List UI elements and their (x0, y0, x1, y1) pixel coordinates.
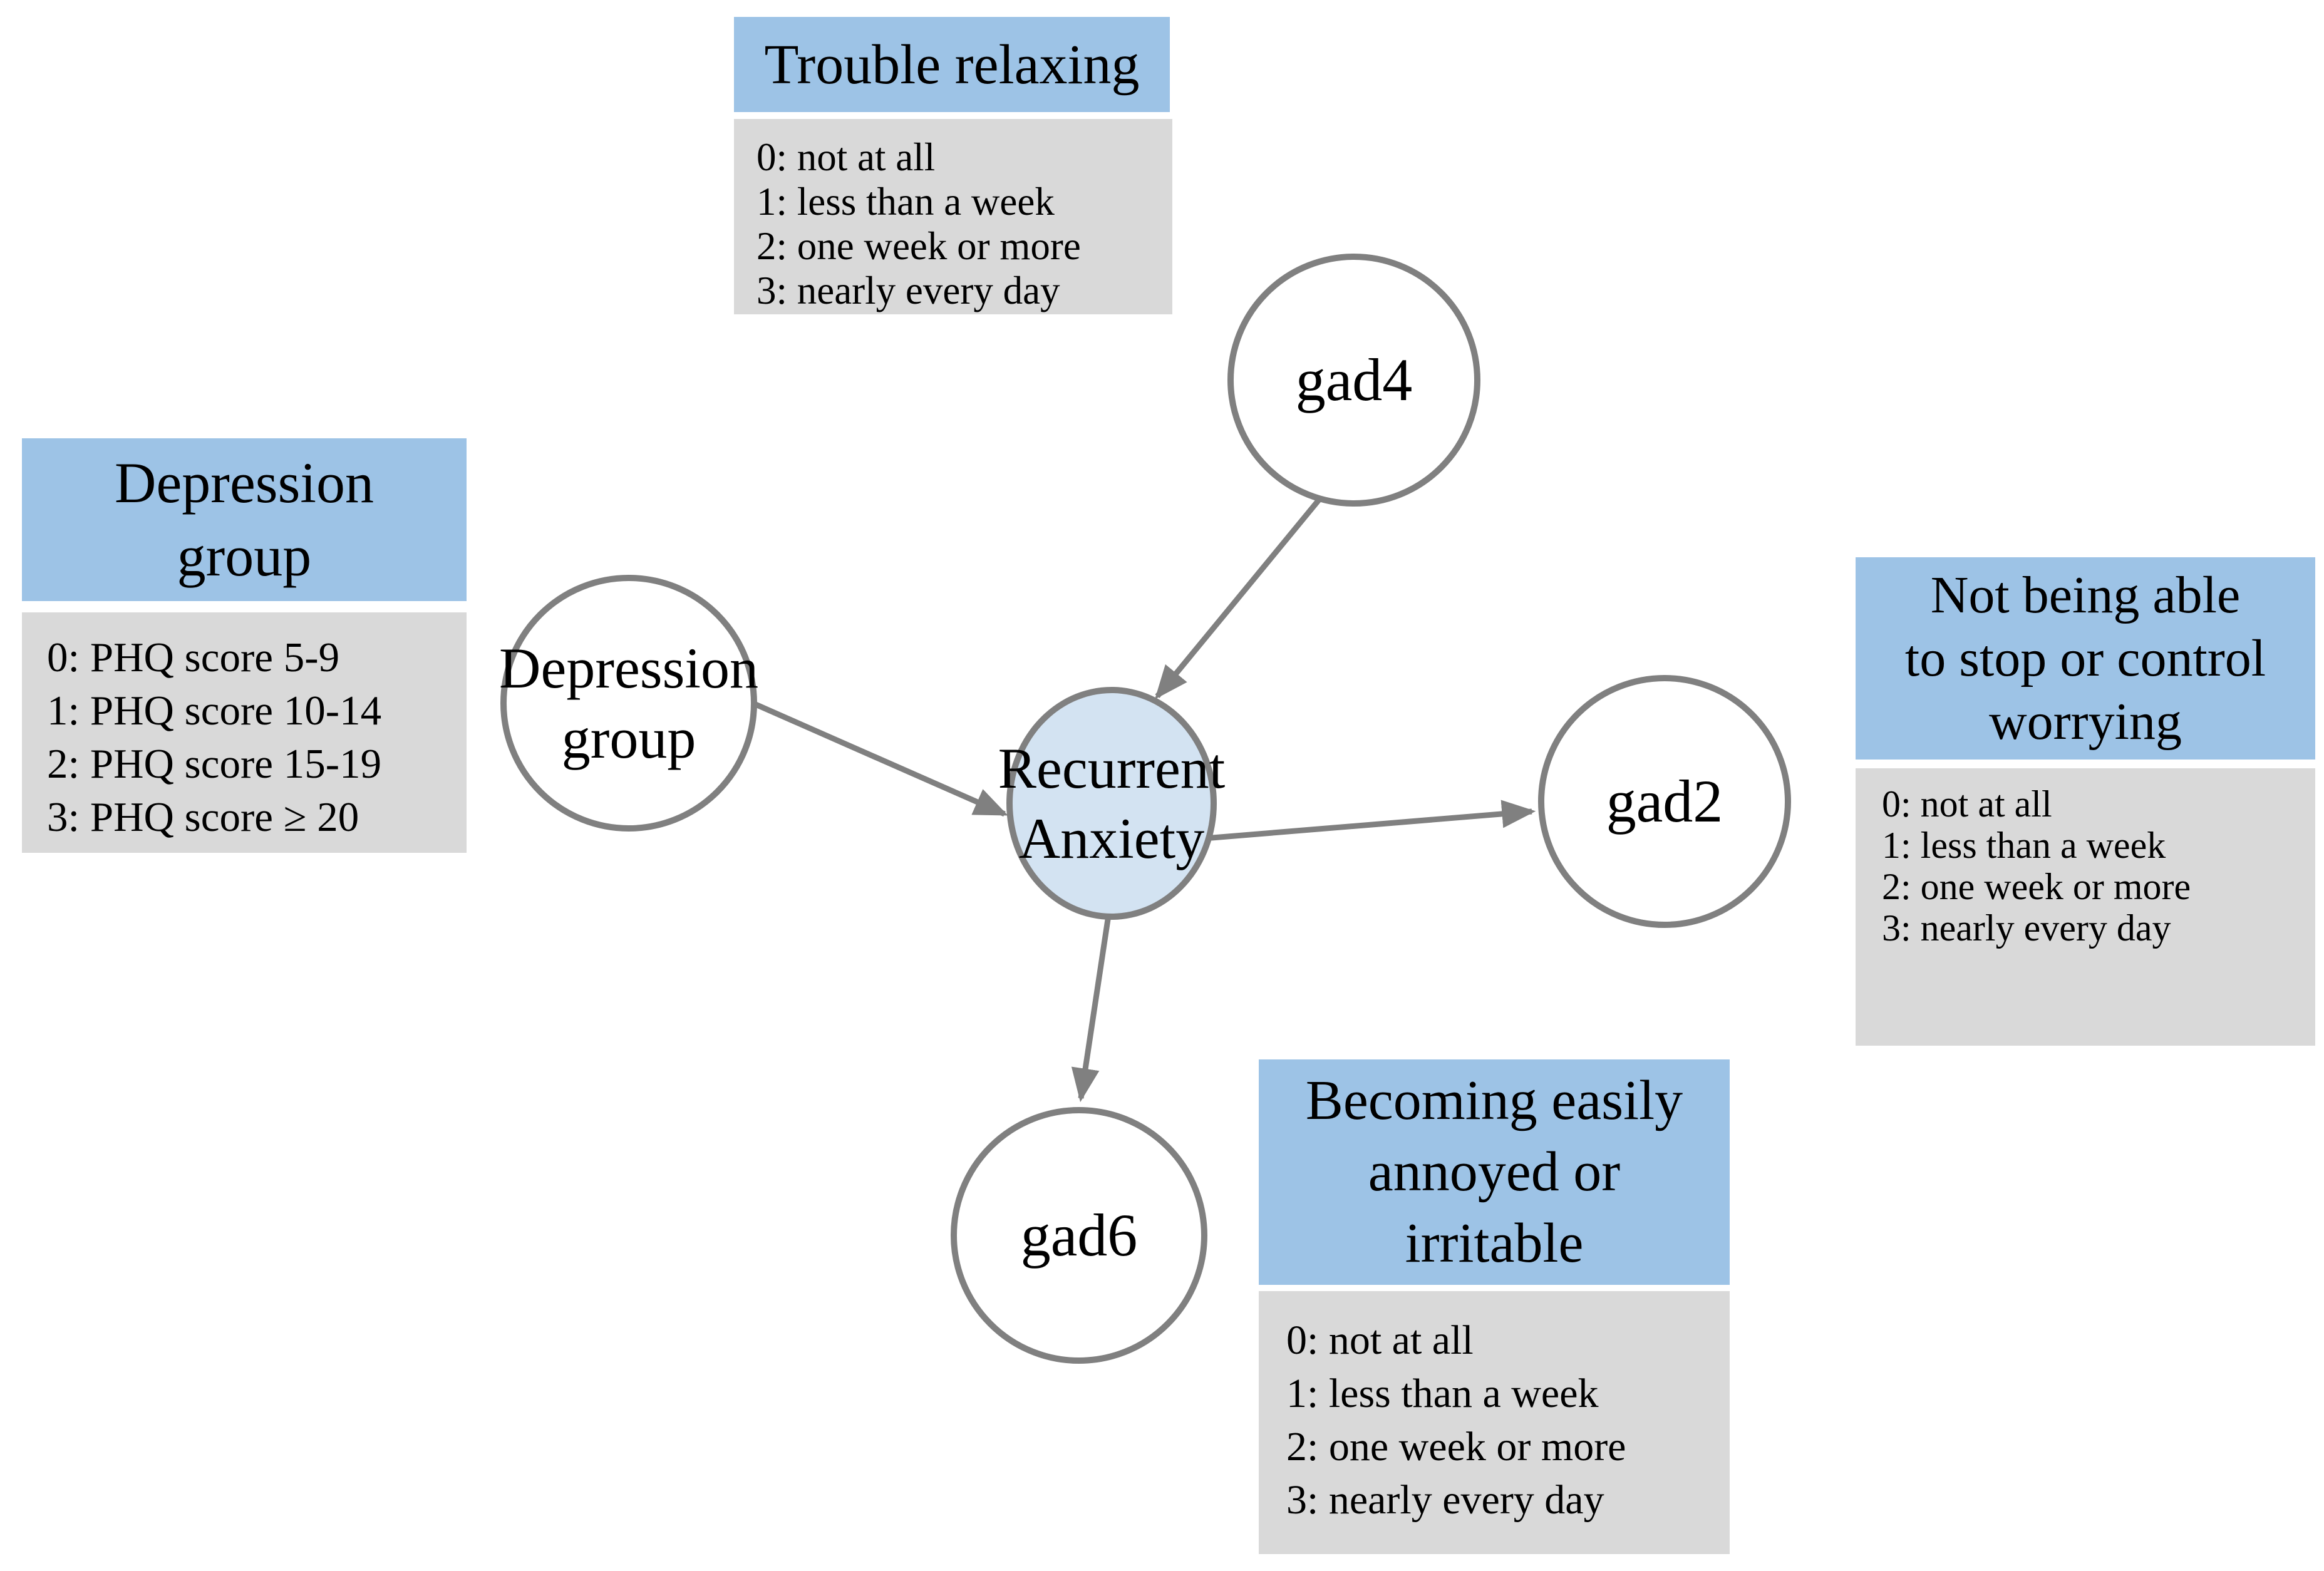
node-depression-group: Depression group (499, 575, 758, 832)
scale-line: 2: one week or more (1286, 1424, 1626, 1470)
scale-line: 3: PHQ score ≥ 20 (47, 794, 359, 840)
scale-line: 0: PHQ score 5-9 (47, 634, 340, 681)
scale-line: 0: not at all (1286, 1317, 1474, 1363)
trouble-relaxing-scale-box: 0: not at all 1: less than a week 2: one… (734, 119, 1172, 314)
node-gad4: gad4 (1227, 254, 1480, 507)
scale-line: 3: nearly every day (757, 269, 1060, 312)
scale-line: 2: one week or more (1882, 866, 2191, 907)
scale-line: 1: PHQ score 10-14 (47, 688, 382, 734)
depression-group-scale-box: 0: PHQ score 5-9 1: PHQ score 10-14 2: P… (22, 612, 467, 853)
annoyed-irritable-title-box: Becoming easily annoyed or irritable (1259, 1059, 1730, 1285)
scale-line: 1: less than a week (1286, 1371, 1599, 1416)
edge-recurrent-anxiety-to-gad2 (1158, 800, 1536, 845)
stop-worrying-title-box: Not being able to stop or control worryi… (1856, 557, 2315, 760)
annoyed-irritable-scale-box: 0: not at all 1: less than a week 2: one… (1259, 1291, 1730, 1554)
node-gad6: gad6 (951, 1107, 1207, 1364)
stop-worrying-scale-box: 0: not at all 1: less than a week 2: one… (1856, 768, 2315, 1046)
trouble-relaxing-title-box: Trouble relaxing (734, 17, 1170, 112)
scale-line: 1: less than a week (757, 180, 1055, 224)
node-gad2-label: gad2 (1606, 768, 1723, 835)
scale-line: 0: not at all (1882, 783, 2052, 825)
scale-line: 3: nearly every day (1286, 1477, 1604, 1523)
scale-line: 2: one week or more (757, 224, 1081, 268)
node-recurrent-anxiety-label: Recurrent Anxiety (998, 736, 1226, 870)
depression-group-title-box: Depression group (22, 438, 467, 601)
node-recurrent-anxiety: Recurrent Anxiety (998, 687, 1225, 920)
scale-line: 2: PHQ score 15-19 (47, 741, 382, 787)
node-gad6-label: gad6 (1020, 1202, 1138, 1269)
scale-line: 3: nearly every day (1882, 907, 2171, 949)
scale-line: 1: less than a week (1882, 825, 2166, 866)
scale-line: 0: not at all (757, 135, 936, 179)
node-depression-group-label: Depression group (499, 636, 758, 770)
node-gad2: gad2 (1538, 675, 1791, 928)
node-gad4-label: gad4 (1295, 346, 1413, 414)
